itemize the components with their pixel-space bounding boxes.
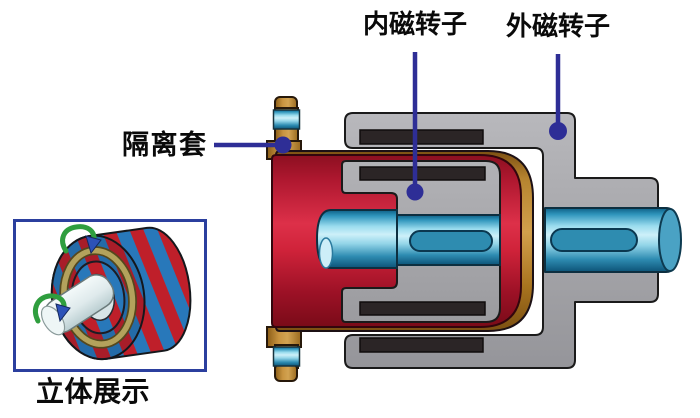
rotation-arrow-top-icon [60, 224, 102, 255]
callout-line-outer-rotor [549, 54, 567, 140]
label-outer-magnet-rotor: 外磁转子 [506, 11, 611, 41]
inner-shaft-end-highlight [318, 237, 334, 269]
outer-magnet-bottom [359, 337, 484, 353]
outer-shaft-keyway [550, 228, 638, 252]
outer-shaft-end-face [658, 208, 682, 272]
rotation-arrow-left-icon [33, 293, 71, 324]
callout-line-isolation-sleeve [214, 136, 292, 154]
inner-shaft [315, 209, 501, 269]
label-isolation-sleeve: 隔离套 [122, 130, 208, 160]
outer-magnet-top [359, 129, 484, 145]
inner-magnet-top [359, 166, 486, 181]
callout-line-inner-rotor [406, 52, 424, 201]
flange-bolt-top [272, 109, 301, 130]
label-inner-magnet-rotor: 内磁转子 [363, 9, 468, 39]
inner-magnet-bottom [359, 301, 486, 316]
flange-bolt-bottom [272, 346, 301, 367]
label-stereo-view: 立体展示 [36, 376, 151, 407]
inner-shaft-keyway [409, 230, 493, 252]
rotor-3d-render [33, 224, 192, 361]
outer-shaft [544, 207, 682, 273]
